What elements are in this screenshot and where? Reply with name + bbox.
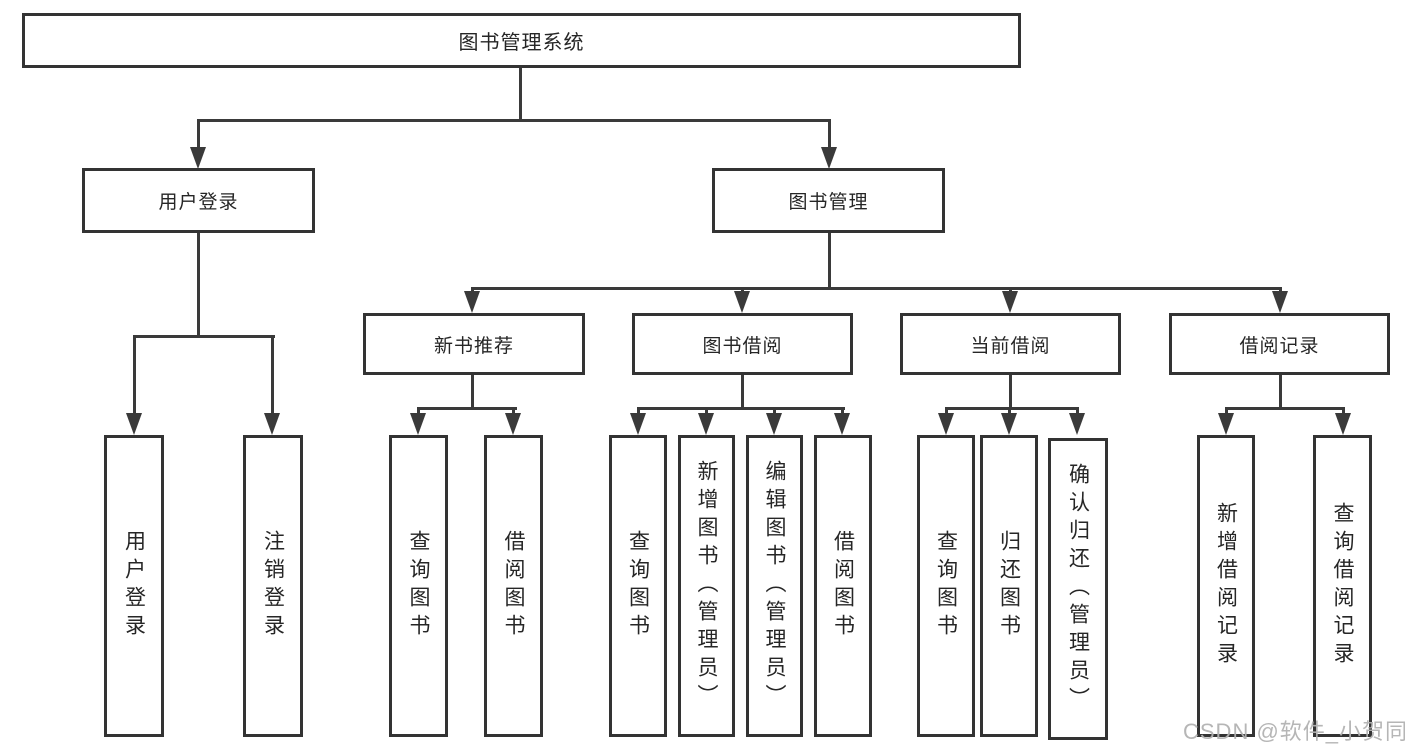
connector-current-borrow-trunk	[1009, 375, 1012, 407]
leaf-user-login: 用户登录	[104, 435, 164, 737]
leaf-cb-query-books: 查询图书	[917, 435, 975, 737]
arrowhead-current-borrow	[1002, 291, 1018, 313]
connector-user-login-rail	[133, 335, 275, 338]
arrowhead-cb-confirm	[1069, 413, 1085, 435]
leaf-cb-return-books: 归还图书	[980, 435, 1038, 737]
connector-stem-leaf-login	[133, 335, 136, 414]
connector-borrow-records-trunk	[1279, 375, 1282, 407]
arrowhead-nb-query	[410, 413, 426, 435]
connector-stem-new-book	[471, 287, 474, 293]
connector-book-borrow-trunk	[741, 375, 744, 407]
leaf-bb-borrow-books: 借阅图书	[814, 435, 872, 737]
arrowhead-br-query	[1335, 413, 1351, 435]
connector-stem-cb-query	[945, 407, 948, 415]
connector-stem-current-borrow	[1009, 287, 1012, 293]
arrowhead-cb-query	[938, 413, 954, 435]
arrowhead-user-login	[190, 147, 206, 169]
connector-stem-cb-confirm	[1076, 407, 1079, 415]
connector-stem-cb-return	[1008, 407, 1011, 415]
leaf-bb-query-books: 查询图书	[609, 435, 667, 737]
connector-root-trunk	[519, 68, 522, 119]
leaf-bb-borrow-books-label: 借阅图书	[831, 530, 855, 642]
leaf-nb-query-books: 查询图书	[389, 435, 448, 737]
connector-stem-book-management	[828, 119, 831, 148]
node-borrow-records-label: 借阅记录	[1239, 335, 1320, 357]
connector-stem-bb-add	[705, 407, 708, 415]
node-current-borrow-label: 当前借阅	[970, 335, 1051, 357]
leaf-bb-query-books-label: 查询图书	[626, 530, 650, 642]
arrowhead-book-borrow	[734, 291, 750, 313]
connector-book-borrow-rail	[637, 407, 845, 410]
node-new-book-recommend-label: 新书推荐	[433, 335, 514, 357]
node-root-label: 图书管理系统	[458, 32, 585, 54]
connector-book-management-trunk	[828, 233, 831, 287]
connector-stem-bb-borrow	[841, 407, 844, 415]
arrowhead-borrow-records	[1272, 291, 1288, 313]
arrowhead-nb-borrow	[505, 413, 521, 435]
leaf-bb-edit-books-admin: 编辑图书（管理员）	[746, 435, 803, 737]
connector-new-book-trunk	[471, 375, 474, 407]
leaf-bb-add-books-admin: 新增图书（管理员）	[678, 435, 735, 737]
leaf-cb-return-books-label: 归还图书	[997, 530, 1021, 642]
leaf-cb-query-books-label: 查询图书	[934, 530, 958, 642]
connector-stem-borrow-records	[1279, 287, 1282, 293]
connector-borrow-records-rail	[1225, 407, 1345, 410]
leaf-br-add-record-label: 新增借阅记录	[1214, 502, 1238, 670]
connector-stem-nb-query	[417, 407, 420, 415]
connector-stem-nb-borrow	[512, 407, 515, 415]
connector-stem-leaf-logout	[271, 335, 274, 414]
node-book-borrow: 图书借阅	[632, 313, 853, 375]
arrowhead-bb-query	[630, 413, 646, 435]
connector-level2-rail	[197, 119, 831, 122]
arrowhead-bb-borrow	[834, 413, 850, 435]
connector-stem-user-login	[197, 119, 200, 148]
connector-user-login-trunk	[197, 233, 200, 335]
connector-stem-br-add	[1225, 407, 1228, 415]
leaf-user-login-label: 用户登录	[122, 530, 146, 642]
node-user-login-label: 用户登录	[158, 192, 239, 213]
leaf-nb-borrow-books: 借阅图书	[484, 435, 543, 737]
connector-new-book-rail	[417, 407, 517, 410]
connector-stem-book-borrow	[741, 287, 744, 293]
leaf-logout: 注销登录	[243, 435, 303, 737]
node-user-login: 用户登录	[82, 168, 315, 233]
arrowhead-cb-return	[1001, 413, 1017, 435]
leaf-cb-confirm-return-admin-label: 确认归还（管理员）	[1066, 463, 1090, 715]
node-book-management-label: 图书管理	[788, 192, 869, 213]
leaf-cb-confirm-return-admin: 确认归还（管理员）	[1048, 438, 1108, 740]
leaf-br-query-record: 查询借阅记录	[1313, 435, 1372, 737]
arrowhead-new-book	[464, 291, 480, 313]
csdn-watermark: CSDN @软件_小贺同学	[1183, 719, 1405, 744]
node-new-book-recommend: 新书推荐	[363, 313, 585, 375]
connector-stem-bb-edit	[773, 407, 776, 415]
node-current-borrow: 当前借阅	[900, 313, 1121, 375]
arrowhead-bb-edit	[766, 413, 782, 435]
leaf-logout-label: 注销登录	[261, 530, 285, 642]
arrowhead-leaf-logout	[264, 413, 280, 435]
connector-level3-rail	[471, 287, 1282, 290]
leaf-nb-query-books-label: 查询图书	[407, 530, 430, 642]
connector-stem-bb-query	[637, 407, 640, 415]
leaf-bb-add-books-admin-label: 新增图书（管理员）	[695, 460, 718, 712]
connector-current-borrow-rail	[945, 407, 1079, 410]
leaf-bb-edit-books-admin-label: 编辑图书（管理员）	[763, 460, 786, 712]
arrowhead-bb-add	[698, 413, 714, 435]
node-root: 图书管理系统	[22, 13, 1021, 68]
node-book-borrow-label: 图书借阅	[702, 335, 783, 357]
leaf-br-query-record-label: 查询借阅记录	[1331, 502, 1354, 670]
node-borrow-records: 借阅记录	[1169, 313, 1390, 375]
leaf-br-add-record: 新增借阅记录	[1197, 435, 1255, 737]
leaf-nb-borrow-books-label: 借阅图书	[502, 530, 525, 642]
arrowhead-leaf-login	[126, 413, 142, 435]
arrowhead-book-management	[821, 147, 837, 169]
node-book-management: 图书管理	[712, 168, 945, 233]
connector-stem-br-query	[1342, 407, 1345, 415]
arrowhead-br-add	[1218, 413, 1234, 435]
